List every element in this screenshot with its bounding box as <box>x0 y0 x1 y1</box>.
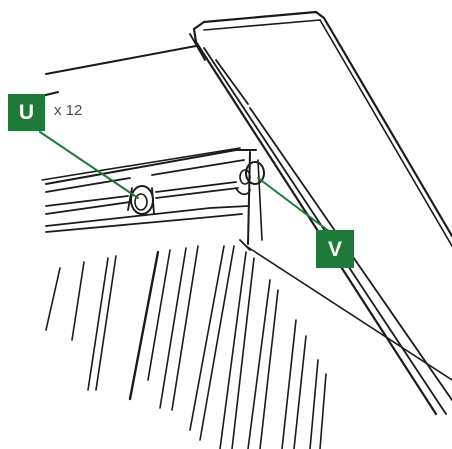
callout-v-letter: V <box>327 237 342 261</box>
callout-v: V <box>316 230 354 268</box>
leader-line-u <box>39 131 139 199</box>
callout-u-quantity: x 12 <box>54 102 83 119</box>
side-beam <box>192 10 452 416</box>
rail-channel <box>45 149 263 251</box>
fastener-peg <box>235 161 265 196</box>
callout-u-letter: U <box>18 101 35 124</box>
leader-line-v <box>257 177 331 233</box>
slats <box>45 245 327 449</box>
callout-u: U <box>8 94 45 131</box>
fastener-clip <box>127 185 155 215</box>
